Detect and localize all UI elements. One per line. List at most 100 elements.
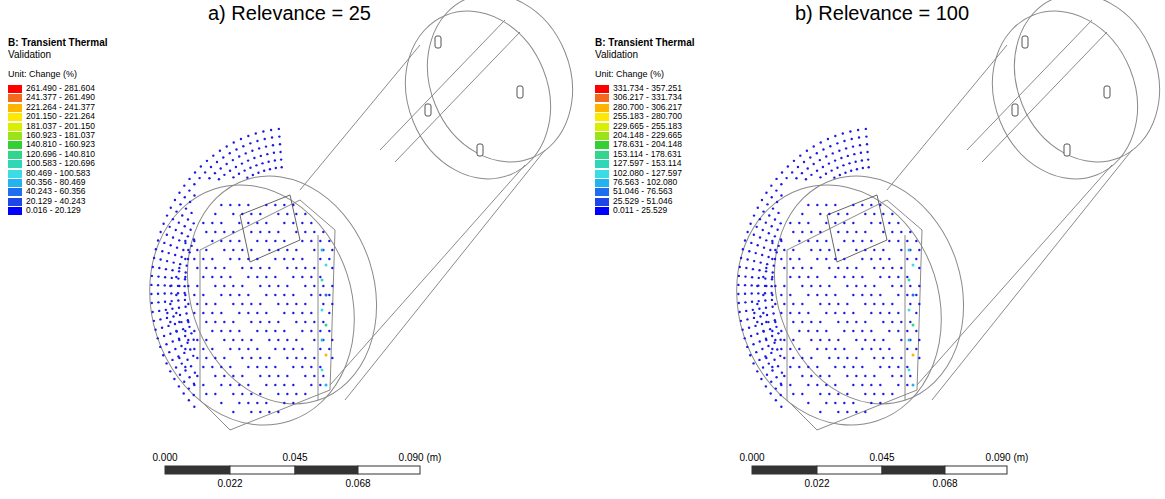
result-point bbox=[792, 339, 794, 341]
result-point bbox=[825, 294, 827, 296]
result-point bbox=[780, 312, 782, 314]
result-point bbox=[193, 194, 195, 196]
result-point bbox=[325, 384, 328, 387]
result-point bbox=[250, 303, 252, 305]
result-point bbox=[859, 144, 861, 146]
result-point bbox=[870, 222, 872, 224]
legend-swatch bbox=[8, 132, 22, 140]
result-point bbox=[173, 378, 175, 380]
result-point bbox=[202, 384, 204, 386]
result-point bbox=[281, 166, 283, 168]
result-point bbox=[274, 294, 276, 296]
result-point bbox=[879, 204, 881, 206]
result-point bbox=[185, 264, 187, 266]
result-point bbox=[758, 277, 760, 279]
result-point bbox=[809, 156, 811, 158]
result-point bbox=[169, 244, 171, 246]
result-point bbox=[771, 240, 773, 242]
result-point bbox=[783, 285, 785, 287]
result-point bbox=[260, 155, 262, 157]
result-point bbox=[751, 284, 753, 286]
legend-swatch bbox=[595, 104, 609, 112]
result-point bbox=[749, 354, 751, 356]
housing-outline bbox=[403, 0, 597, 184]
result-point bbox=[766, 263, 768, 265]
result-point bbox=[834, 258, 836, 260]
result-point bbox=[247, 366, 249, 368]
pin-symbol bbox=[435, 36, 441, 48]
result-point bbox=[775, 178, 777, 180]
result-point bbox=[214, 357, 216, 359]
result-point bbox=[247, 204, 249, 206]
result-point bbox=[771, 306, 773, 308]
result-point bbox=[223, 231, 225, 233]
result-point bbox=[918, 285, 920, 287]
result-point bbox=[157, 293, 159, 295]
result-point bbox=[775, 189, 777, 191]
result-point bbox=[840, 157, 842, 159]
housing-edge bbox=[300, 45, 420, 190]
result-point bbox=[744, 275, 746, 277]
result-point bbox=[748, 250, 750, 252]
result-point bbox=[828, 303, 830, 305]
result-point bbox=[241, 162, 243, 164]
result-point bbox=[873, 339, 875, 341]
result-point bbox=[779, 339, 781, 341]
result-point bbox=[175, 330, 177, 332]
legend-swatch bbox=[595, 132, 609, 140]
result-point bbox=[772, 207, 774, 209]
result-point bbox=[742, 248, 744, 250]
result-point bbox=[328, 240, 330, 242]
legend-label: 153.114 - 178.631 bbox=[613, 150, 681, 159]
result-point bbox=[906, 366, 908, 368]
result-point bbox=[906, 348, 908, 350]
result-point bbox=[211, 276, 213, 278]
result-point bbox=[286, 357, 288, 359]
result-point bbox=[184, 242, 186, 244]
result-point bbox=[776, 201, 778, 203]
result-point bbox=[774, 303, 776, 305]
result-point bbox=[882, 339, 884, 341]
result-point bbox=[762, 229, 764, 231]
result-point bbox=[292, 204, 294, 206]
legend-label: 261.490 - 281.604 bbox=[26, 84, 95, 93]
result-point bbox=[310, 312, 312, 314]
result-point bbox=[771, 258, 773, 260]
result-point bbox=[785, 177, 787, 179]
result-point bbox=[750, 242, 752, 244]
result-point bbox=[807, 222, 809, 224]
result-point bbox=[166, 214, 168, 216]
result-point bbox=[220, 312, 222, 314]
result-point bbox=[196, 285, 198, 287]
result-point bbox=[174, 254, 176, 256]
result-point bbox=[801, 231, 803, 233]
result-point bbox=[852, 145, 854, 147]
result-point bbox=[310, 330, 312, 332]
result-point bbox=[205, 231, 207, 233]
result-point bbox=[760, 378, 762, 380]
result-point bbox=[738, 302, 740, 304]
scale-bar bbox=[817, 466, 882, 474]
result-point bbox=[212, 154, 214, 156]
result-point bbox=[765, 270, 767, 272]
result-point bbox=[789, 294, 791, 296]
housing-edge bbox=[967, 20, 1092, 150]
result-point bbox=[771, 366, 773, 368]
legend-swatch bbox=[8, 188, 22, 196]
result-point bbox=[753, 214, 755, 216]
result-point bbox=[836, 167, 838, 169]
result-point bbox=[906, 330, 908, 332]
result-point bbox=[247, 312, 249, 314]
result-point bbox=[178, 267, 180, 269]
result-point bbox=[214, 285, 216, 287]
result-point bbox=[283, 204, 285, 206]
scale-label: 0.045 bbox=[282, 452, 307, 463]
result-point bbox=[295, 303, 297, 305]
result-point bbox=[780, 348, 782, 350]
result-point bbox=[238, 294, 240, 296]
result-point bbox=[263, 170, 265, 172]
result-point bbox=[908, 309, 911, 312]
result-point bbox=[843, 258, 845, 260]
legend-swatch bbox=[595, 207, 609, 215]
core-outline bbox=[200, 200, 335, 430]
